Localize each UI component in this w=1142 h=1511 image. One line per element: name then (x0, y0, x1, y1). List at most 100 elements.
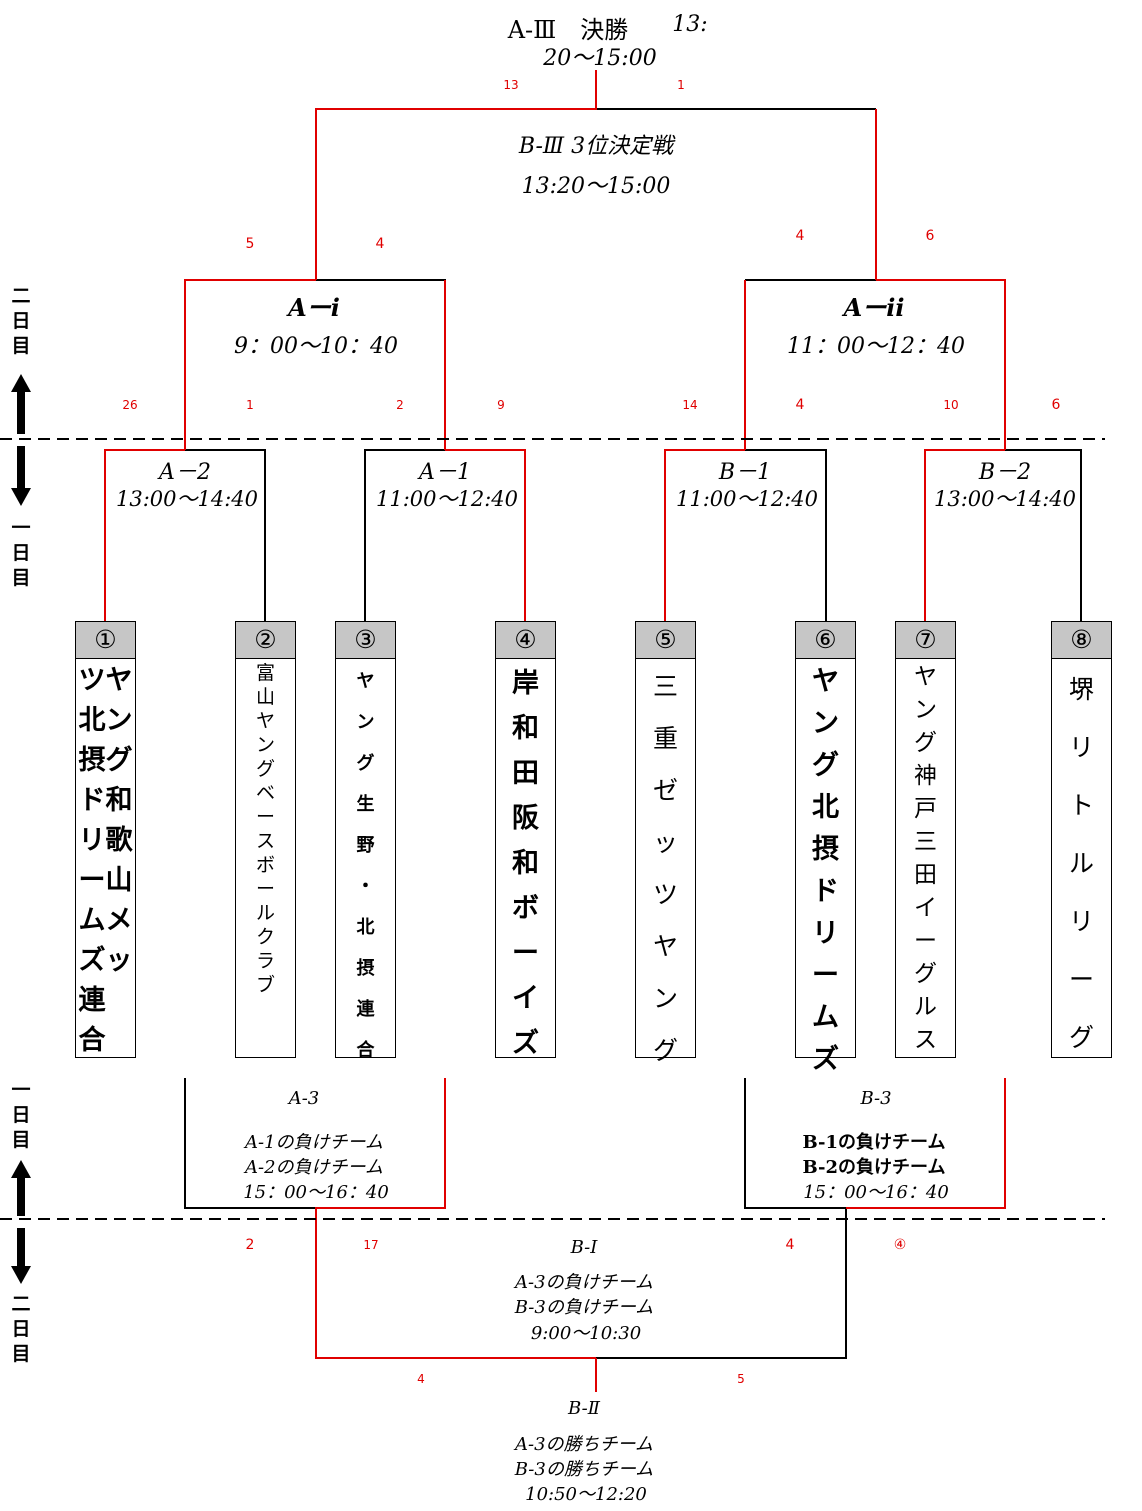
a3-title: A-3 (288, 1088, 320, 1109)
score-b1-right: 4 (795, 397, 805, 413)
team-name: 富山ヤングベースボールクラブ (255, 662, 275, 996)
final-title: A-Ⅲ 決勝 (507, 16, 629, 44)
b3-time: 13:20～15:00 (521, 174, 671, 199)
score-aii-left: 4 (795, 228, 805, 244)
side-label-day1-top: 一日目 (11, 517, 31, 589)
b3c-line1: B-1の負けチーム (802, 1132, 946, 1153)
b2-title: B－2 (978, 460, 1032, 485)
bi-title: B-Ⅰ (570, 1237, 598, 1258)
team-box-5: ⑤ 三重ゼッツヤング (635, 621, 696, 1065)
a3-left-branch (184, 1078, 316, 1209)
bii-line2: B-3の勝ちチーム (514, 1459, 654, 1480)
b1-left-branch (664, 449, 745, 622)
b3-right-branch (846, 1078, 1006, 1209)
team-name: 岸和田阪和ボーイズ (512, 668, 539, 1059)
a2-left-branch (104, 449, 185, 622)
a1-time: 11:00～12:40 (375, 487, 519, 511)
a1-left-branch (364, 449, 445, 622)
team-box-8: ⑧ 堺リトルリーグ (1051, 621, 1112, 1058)
final-left-branch (315, 70, 597, 280)
score-a1-left: 2 (396, 398, 404, 412)
b2-left-branch (924, 449, 1005, 622)
score-b2-right: 6 (1051, 397, 1061, 413)
bii-line1: A-3の勝ちチーム (515, 1434, 653, 1455)
b3c-time: 15：00～16：40 (803, 1182, 949, 1203)
score-bi-right: ④ (893, 1237, 907, 1253)
a1-title: A－1 (419, 460, 471, 485)
side-label-day2-bottom: 二日目 (11, 1293, 31, 1365)
score-aii-right: 6 (925, 228, 935, 244)
team-box-2: ② 富山ヤングベースボールクラブ (235, 621, 296, 1058)
double-arrow-icon (11, 374, 31, 506)
b3-title: B-Ⅲ 3位決定戦 (518, 134, 674, 159)
b3-left-branch (744, 1078, 846, 1209)
score-b2-left: 10 (943, 398, 959, 412)
team-name: 堺リトルリーグ (1068, 675, 1094, 1052)
a3-line1: A-1の負けチーム (245, 1132, 383, 1153)
team-box-1: ① ヤング和歌山メッツ北摂ドリームズ連合 (75, 621, 136, 1058)
score-final-right: 1 (677, 78, 685, 92)
b3c-title: B-3 (860, 1088, 892, 1109)
team-number: ⑦ (896, 622, 955, 659)
team-number: ④ (496, 622, 555, 659)
team-number: ⑤ (636, 622, 695, 659)
score-bii-left: 4 (417, 1372, 425, 1386)
b3c-line2: B-2の負けチーム (802, 1157, 946, 1178)
a2-title: A－2 (159, 460, 211, 485)
team-box-7: ⑦ ヤング神戸三田イーグルス (895, 621, 956, 1058)
team-number: ⑥ (796, 622, 855, 659)
bi-line2: B-3の負けチーム (514, 1297, 654, 1318)
a3-time: 15：00～16：40 (243, 1182, 389, 1203)
score-a3: 2 (245, 1237, 255, 1253)
bi-right-branch (596, 1208, 847, 1359)
final-time-end: 20～15:00 (543, 46, 657, 71)
team-name: ヤング神戸三田イーグルス (914, 664, 937, 1053)
team-name: ヤング和歌山メッツ北摂ドリームズ連合 (78, 665, 133, 1056)
b2-right-branch (1005, 449, 1082, 622)
b1-time: 11:00～12:40 (675, 487, 819, 511)
b1-title: B－1 (718, 460, 772, 485)
team-name: ヤング生野・北摂連合 (356, 671, 375, 1061)
aii-time: 11：00～12：40 (787, 334, 965, 359)
score-ai-left: 5 (245, 236, 255, 252)
bii-title: B-Ⅱ (568, 1398, 600, 1419)
a1-right-branch (445, 449, 526, 622)
side-label-day1-bottom: 一日目 (11, 1079, 31, 1151)
aii-right-branch (876, 279, 1006, 450)
team-number: ② (236, 622, 295, 659)
score-a2-right: 1 (246, 398, 254, 412)
aii-title: Aーⅱ (843, 293, 905, 322)
team-number: ① (76, 622, 135, 659)
a2-time: 13:00～14:40 (115, 487, 259, 511)
ai-title: Aーⅰ (288, 293, 340, 322)
team-number: ③ (336, 622, 395, 659)
bii-time: 10:50～12:20 (525, 1484, 647, 1505)
bi-line1: A-3の負けチーム (515, 1272, 653, 1293)
score-ai-right: 4 (375, 236, 385, 252)
double-arrow-icon (11, 1160, 31, 1284)
a3-line2: A-2の負けチーム (245, 1157, 383, 1178)
score-a2-left: 26 (122, 398, 138, 412)
score-a1-right: 9 (497, 398, 505, 412)
a3-right-branch (315, 1078, 596, 1359)
ai-time: 9：00～10：40 (234, 334, 398, 359)
team-box-4: ④ 岸和田阪和ボーイズ (495, 621, 556, 1059)
score-final-left: 13 (503, 78, 519, 92)
team-name: ヤング北摂ドリームズ (812, 666, 839, 1075)
ai-left-branch (184, 279, 316, 450)
score-bii-right: 5 (737, 1372, 745, 1386)
team-number: ⑧ (1052, 622, 1111, 659)
team-box-3: ③ ヤング生野・北摂連合 (335, 621, 396, 1061)
bi-time: 9:00～10:30 (530, 1323, 642, 1344)
score-bi-left: 4 (785, 1237, 795, 1253)
score-b1-left: 14 (682, 398, 698, 412)
side-label-day2-top: 二日目 (11, 285, 31, 357)
a2-right-branch (185, 449, 266, 622)
b2-time: 13:00～14:40 (933, 487, 1077, 511)
score-b3-left: 17 (363, 1238, 379, 1252)
team-name: 三重ゼッツヤング (652, 672, 678, 1065)
b1-right-branch (745, 449, 827, 622)
final-time-start: 13: (672, 12, 708, 37)
team-box-6: ⑥ ヤング北摂ドリームズ (795, 621, 856, 1075)
